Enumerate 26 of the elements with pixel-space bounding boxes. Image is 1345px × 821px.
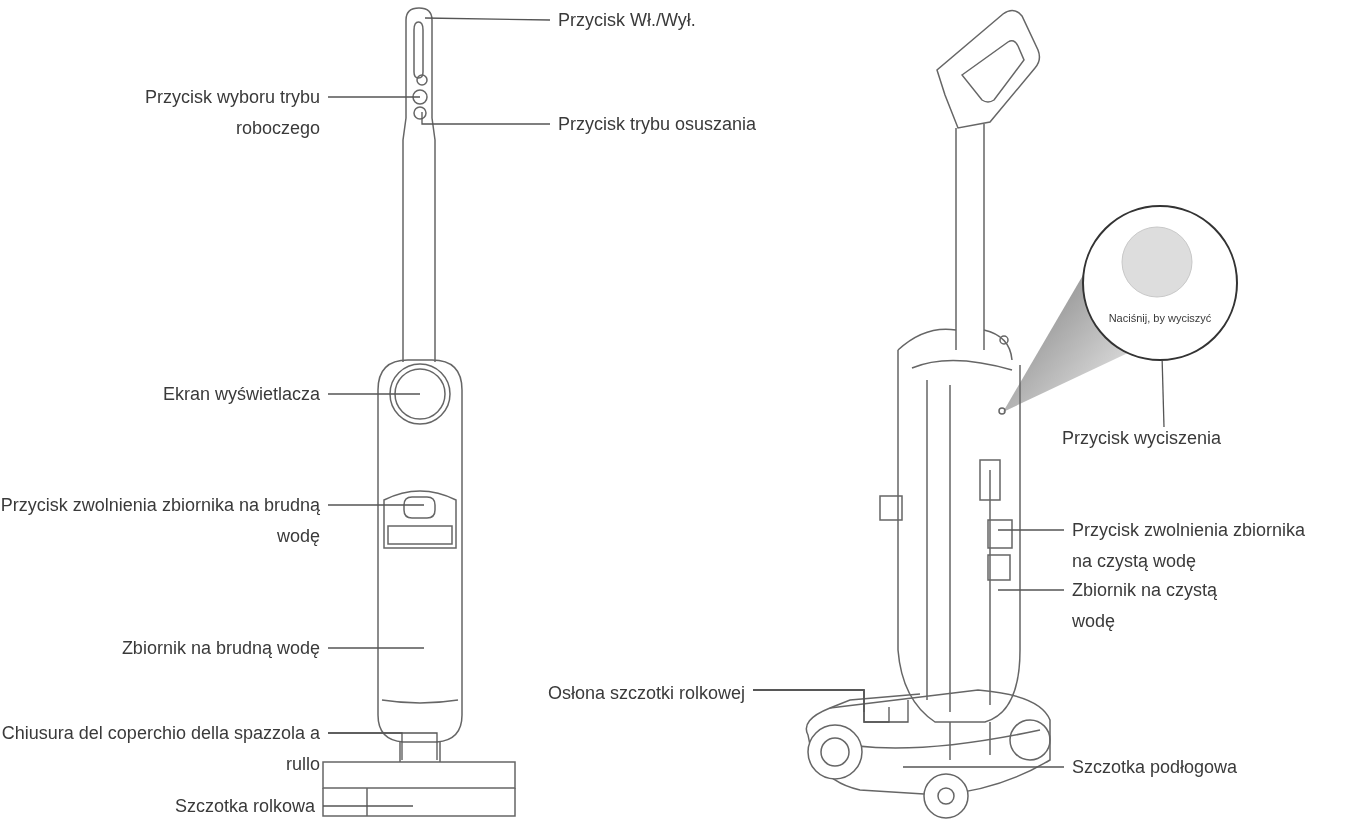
leader-line (997, 529, 1065, 531)
leader-line (997, 589, 1065, 591)
callout-label: Przycisk wyciszenia (1062, 423, 1292, 454)
leader-line (327, 732, 438, 761)
leader-line (327, 504, 425, 506)
callout-label: Przycisk Wł./Wył. (558, 5, 778, 36)
leader-line (902, 766, 1065, 768)
leader-line (1161, 360, 1165, 428)
callout-label: Przycisk zwolnienia zbiornika na brudną wodę (0, 490, 320, 552)
leader-line (327, 96, 421, 98)
leader-line (327, 647, 425, 649)
callout-label: Osłona szczotki rolkowej (548, 678, 748, 709)
callout-label: Ekran wyświetlacza (80, 379, 320, 410)
callout-label: Przycisk zwolnienia zbiornika na czystą wodę (1072, 515, 1307, 577)
leader-line (421, 111, 551, 125)
callout-label: Przycisk wyboru trybu roboczego (80, 82, 320, 144)
callout-label: Chiusura del coperchio della spazzola a rullo (0, 718, 320, 780)
callout-label: Zbiornik na brudną wodę (40, 633, 320, 664)
leader-line (424, 17, 551, 21)
callout-label: Zbiornik na czystą wodę (1072, 575, 1262, 637)
callout-label: Szczotka rolkowa (80, 791, 315, 821)
callout-label: Szczotka podłogowa (1072, 752, 1312, 783)
leader-line (322, 805, 414, 807)
magnifier-callout: Naciśnij, by wyciszyć (1082, 205, 1238, 361)
callout-label: Przycisk trybu osuszania (558, 109, 818, 140)
leader-line (327, 393, 421, 395)
